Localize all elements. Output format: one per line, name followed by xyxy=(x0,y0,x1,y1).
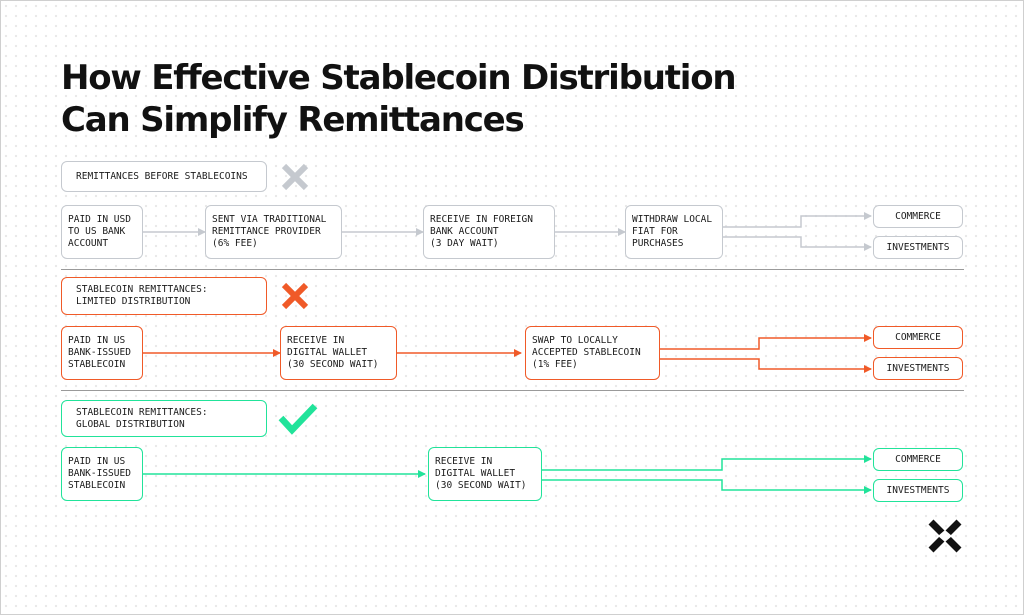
page-title: How Effective Stablecoin Distribution Ca… xyxy=(61,57,737,141)
section-1-label-text: REMITTANCES BEFORE STABLECOINS xyxy=(76,170,248,182)
section-3-outcome-investments: INVESTMENTS xyxy=(873,479,963,502)
brand-x-logo-icon xyxy=(928,519,962,553)
section-2-outcome-investments: INVESTMENTS xyxy=(873,357,963,380)
section-2-label: STABLECOIN REMITTANCES: LIMITED DISTRIBU… xyxy=(61,277,267,315)
section-1-label: REMITTANCES BEFORE STABLECOINS xyxy=(61,161,267,192)
section-1-step-1: PAID IN USD TO US BANK ACCOUNT xyxy=(61,205,143,259)
section-3-step-1: PAID IN US BANK-ISSUED STABLECOIN xyxy=(61,447,143,501)
check-icon-green xyxy=(278,403,318,435)
section-2-label-text: STABLECOIN REMITTANCES: LIMITED DISTRIBU… xyxy=(76,284,208,307)
section-2-step-3: SWAP TO LOCALLY ACCEPTED STABLECOIN (1% … xyxy=(525,326,660,380)
section-1-connectors xyxy=(143,212,872,251)
section-3-label: STABLECOIN REMITTANCES: GLOBAL DISTRIBUT… xyxy=(61,400,267,437)
section-2-outcome-commerce: COMMERCE xyxy=(873,326,963,349)
section-3-connectors xyxy=(143,455,872,494)
section-3-outcome-commerce: COMMERCE xyxy=(873,448,963,471)
x-icon-orange xyxy=(281,282,309,310)
section-3-step-2: RECEIVE IN DIGITAL WALLET (30 SECOND WAI… xyxy=(428,447,542,501)
section-1-step-4: WITHDRAW LOCAL FIAT FOR PURCHASES xyxy=(625,205,723,259)
section-1-outcome-investments: INVESTMENTS xyxy=(873,236,963,259)
section-divider-1 xyxy=(61,269,964,270)
section-1-step-3: RECEIVE IN FOREIGN BANK ACCOUNT (3 DAY W… xyxy=(423,205,555,259)
section-1-step-2: SENT VIA TRADITIONAL REMITTANCE PROVIDER… xyxy=(205,205,342,259)
section-3-label-text: STABLECOIN REMITTANCES: GLOBAL DISTRIBUT… xyxy=(76,406,208,430)
x-icon-gray xyxy=(281,163,309,191)
section-1-outcome-commerce: COMMERCE xyxy=(873,205,963,228)
section-2-step-2: RECEIVE IN DIGITAL WALLET (30 SECOND WAI… xyxy=(280,326,397,380)
section-divider-2 xyxy=(61,390,964,391)
section-2-step-1: PAID IN US BANK-ISSUED STABLECOIN xyxy=(61,326,143,380)
page-title-line-1: How Effective Stablecoin Distribution xyxy=(61,58,737,98)
section-2-connectors xyxy=(143,334,872,373)
page-title-line-2: Can Simplify Remittances xyxy=(61,100,525,140)
